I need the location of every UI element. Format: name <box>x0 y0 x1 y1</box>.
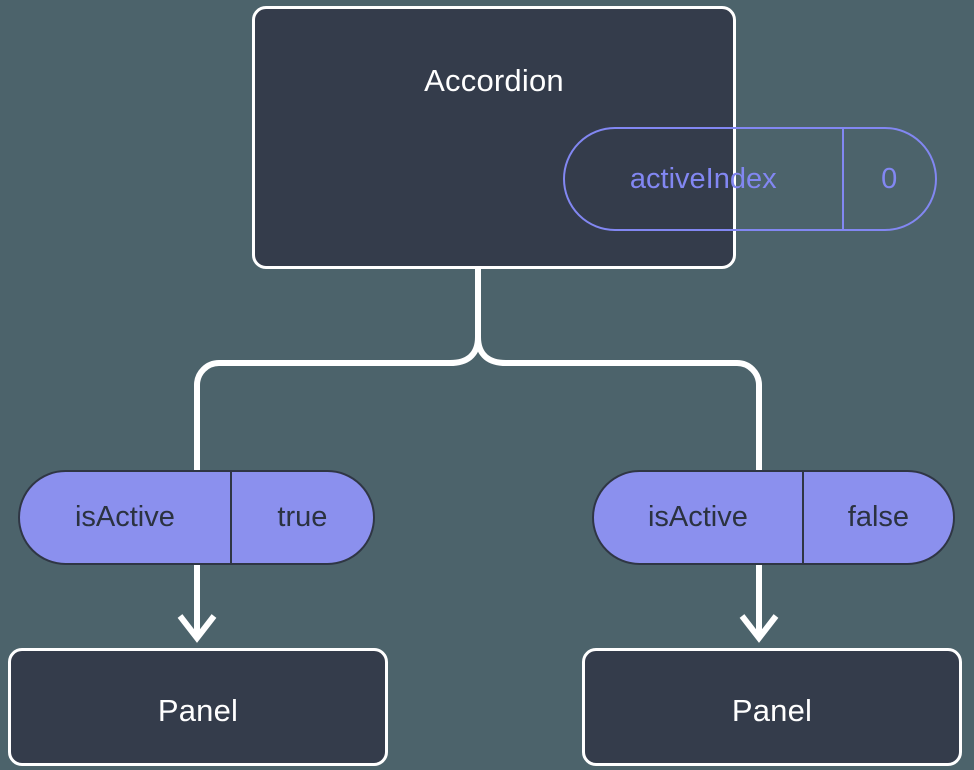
arrow-left-head-icon <box>177 614 217 643</box>
prop-pill-isactive-right-key: isActive <box>647 501 748 533</box>
prop-pill-isactive-right[interactable]: isActive false <box>592 470 955 565</box>
branch-left-drop <box>194 360 220 472</box>
node-panel-right-title: Panel <box>731 693 813 728</box>
prop-pill-isactive-left-value: true <box>229 472 373 563</box>
fork-right-curve <box>475 336 737 366</box>
branch-right-drop <box>736 360 762 472</box>
prop-pill-isactive-left-key: isActive <box>74 501 175 533</box>
node-accordion-title: Accordion <box>424 63 564 98</box>
prop-pill-activeindex-value: 0 <box>841 129 936 229</box>
prop-pill-activeindex[interactable]: activeIndex 0 <box>563 127 937 231</box>
node-panel-left[interactable]: Panel <box>8 648 388 766</box>
arrow-right-head-icon <box>739 614 779 643</box>
prop-pill-isactive-left[interactable]: isActive true <box>18 470 375 565</box>
node-accordion[interactable]: Accordion activeIndex 0 <box>252 6 937 269</box>
fork-left-curve <box>219 336 481 366</box>
prop-pill-activeindex-key: activeIndex <box>629 162 777 195</box>
prop-pill-isactive-right-value: false <box>801 472 953 563</box>
node-panel-right[interactable]: Panel <box>582 648 962 766</box>
node-panel-left-title: Panel <box>157 693 239 728</box>
